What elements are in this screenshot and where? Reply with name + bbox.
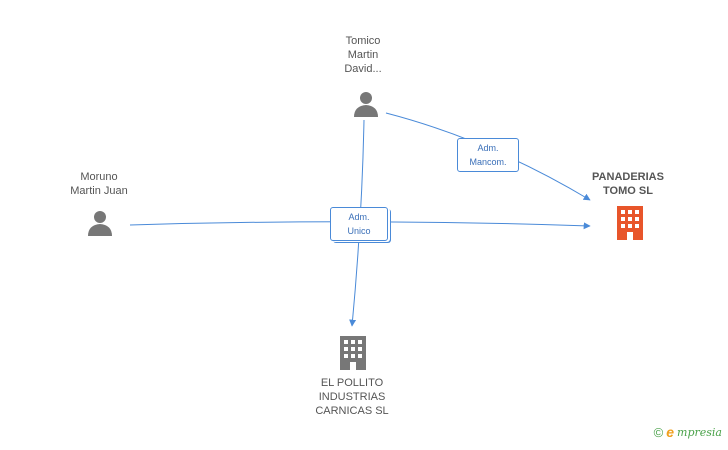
brand-initial: e — [666, 424, 675, 440]
company-name-line: INDUSTRIAS — [318, 391, 386, 403]
person-name-line: Martin Juan — [70, 185, 128, 197]
building-icon[interactable] — [338, 336, 368, 370]
company-name-line: PANADERIAS — [592, 171, 664, 183]
relation-label-line: Adm. — [477, 143, 499, 153]
person-name-line: Martin — [347, 49, 379, 61]
person-icon[interactable] — [352, 90, 380, 118]
person-icon[interactable] — [86, 209, 114, 237]
relation-label-line: Mancom. — [469, 157, 507, 167]
person-name-line: Tomico — [345, 35, 381, 47]
person-name-line: Moruno — [80, 171, 118, 183]
person-moruno-name[interactable]: Moruno Martin Juan — [58, 170, 140, 198]
copyright-symbol: © — [653, 424, 664, 440]
company-panaderias-name[interactable]: PANADERIAS TOMO SL — [580, 170, 676, 198]
company-name-line: TOMO SL — [603, 185, 653, 197]
person-tomico-name[interactable]: Tomico Martin David... — [331, 34, 395, 76]
building-icon[interactable] — [615, 206, 645, 240]
relation-badge-adm-mancom[interactable]: Adm. Mancom. — [457, 138, 519, 172]
relation-label-line: Adm. — [348, 212, 370, 222]
company-pollito-name[interactable]: EL POLLITO INDUSTRIAS CARNICAS SL — [300, 376, 404, 418]
person-name-line: David... — [344, 63, 382, 75]
relation-badge-adm-unico[interactable]: Adm. Unico — [330, 207, 388, 241]
brand-name: mpresia — [677, 425, 722, 439]
relation-label-line: Unico — [347, 226, 371, 236]
company-name-line: EL POLLITO — [320, 377, 384, 389]
company-name-line: CARNICAS SL — [315, 405, 389, 417]
